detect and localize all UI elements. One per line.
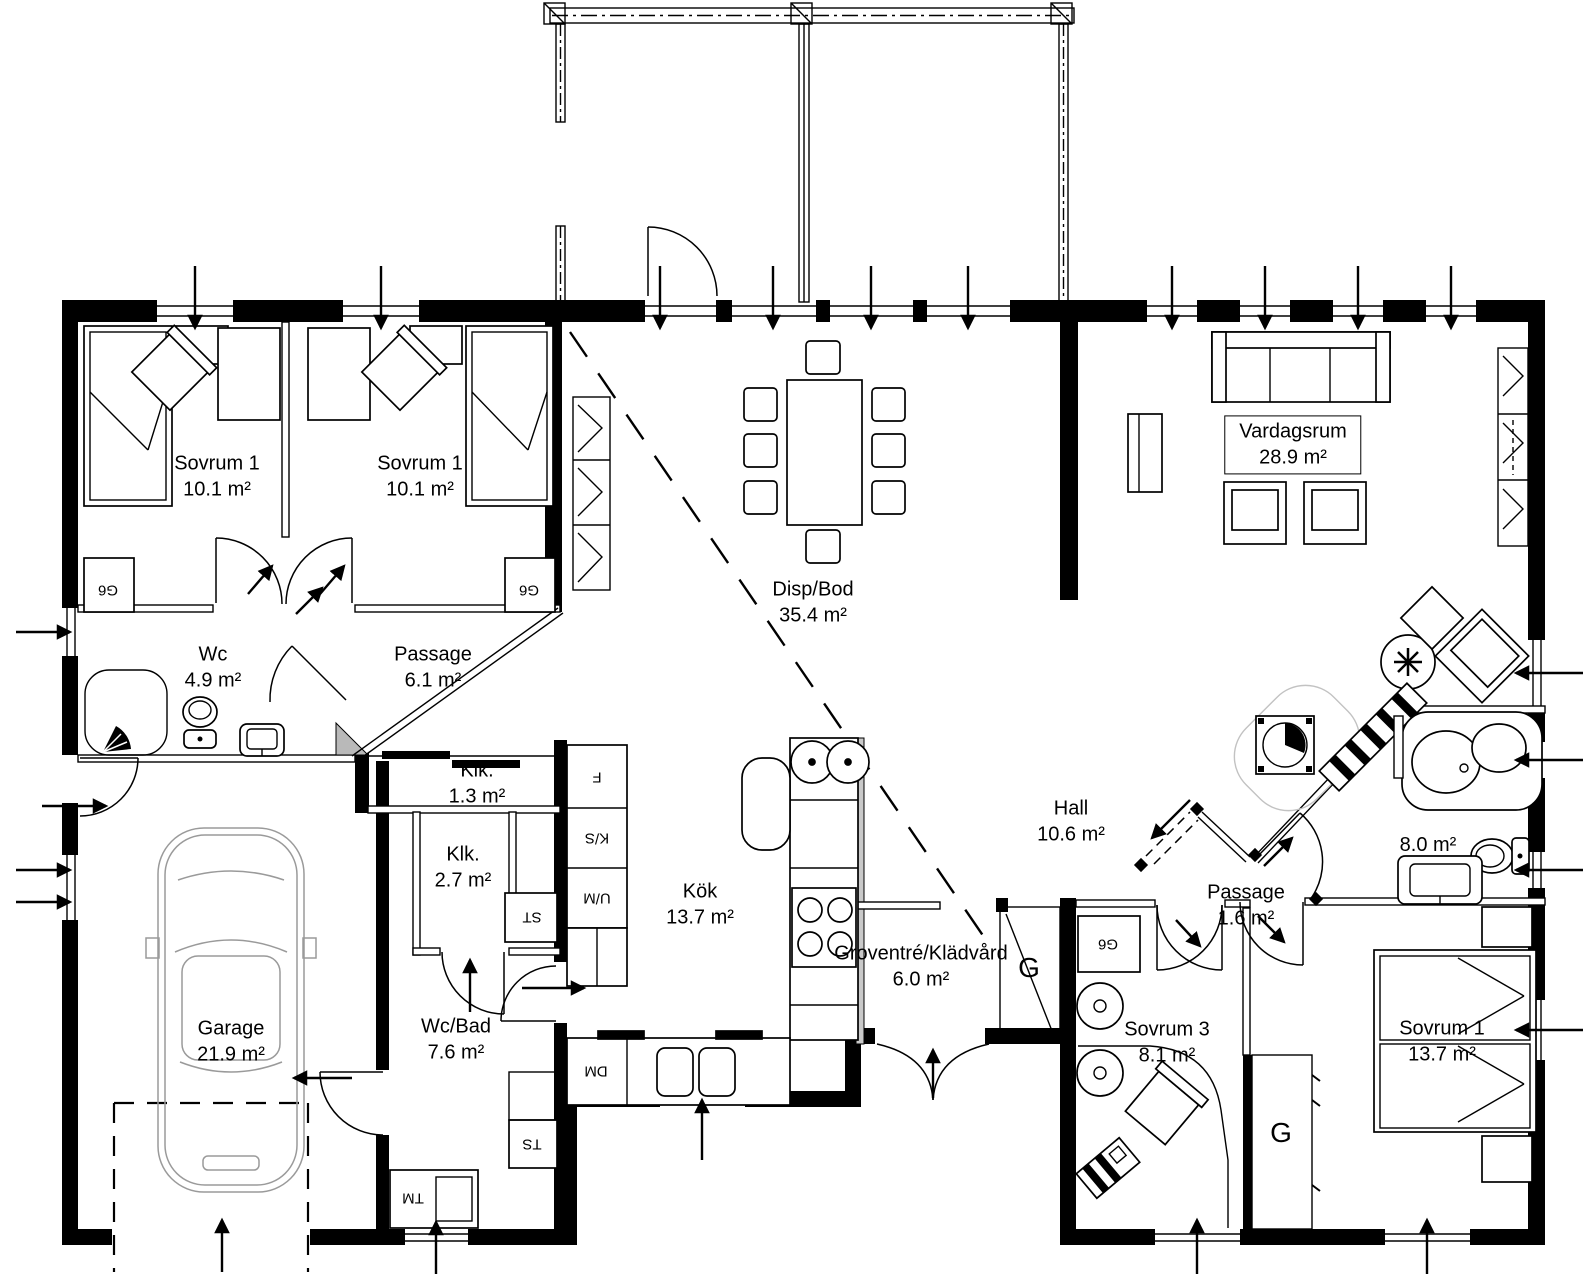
washbasin-icon: [1397, 855, 1483, 905]
wardrobe-icon: [1497, 347, 1529, 547]
pergola-structure: [543, 2, 1075, 303]
chair-icon: [1124, 1059, 1210, 1146]
nightstand-icon: [1481, 906, 1533, 948]
fixture-label-g6: G6: [97, 581, 119, 599]
double-bed-icon: [1373, 949, 1537, 1133]
wardrobe-icon: [504, 557, 556, 613]
closet-icon: [1251, 1054, 1321, 1230]
fixture-label-ks: K/S: [584, 829, 610, 847]
fixture-label-g6: G6: [1097, 935, 1119, 953]
shower-icon: [84, 669, 168, 756]
wardrobe-icon: [83, 557, 135, 613]
stool-icon: [1076, 1049, 1124, 1097]
dining-set: [743, 340, 906, 564]
fixture-label-g: G: [1270, 1117, 1292, 1148]
stool-icon: [1076, 982, 1124, 1030]
cleaning-cabinet-icon: [504, 892, 558, 943]
wardrobe-icon: [1077, 915, 1141, 973]
fixture-label-um: U/M: [583, 889, 611, 907]
furniture: [83, 324, 1543, 1230]
direction-arrows: [16, 266, 1583, 1274]
car-icon: [145, 827, 317, 1193]
washing-machine-icon: [389, 1169, 479, 1229]
desk-icon: [1078, 1045, 1229, 1228]
fireplace-icon: [1255, 715, 1315, 775]
bathtub-icon: [1393, 711, 1543, 811]
tv-bench-icon: [1127, 413, 1163, 493]
room-label-klk13: Klk.1.3 m²: [448, 759, 506, 807]
armchair-icon: [1223, 481, 1367, 545]
desk-icon: [307, 327, 371, 421]
counter-icon: [508, 1071, 558, 1121]
fan-icon: [102, 726, 131, 753]
fixture-label-ts: TS: [522, 1135, 542, 1153]
kitchen-counters: [566, 737, 870, 1106]
desk-icon: [217, 327, 281, 421]
chair-icon: [360, 324, 448, 412]
nightstand-icon: [1481, 1135, 1533, 1183]
fixture-label-f: F: [592, 768, 602, 786]
washbasin-icon: [239, 723, 285, 757]
keyboard-icon: [1075, 1136, 1141, 1200]
sofa-icon: [1211, 331, 1391, 403]
toilet-icon: [182, 696, 218, 749]
exterior-walls: [62, 300, 1545, 1245]
fixture-label-tm: TM: [402, 1189, 424, 1207]
room-label-bad8: 8.0 m²: [1399, 834, 1457, 857]
fixture-label-st: ST: [522, 908, 542, 926]
side-table-icon: [1399, 585, 1465, 651]
dashed-lines: [112, 331, 987, 1272]
drying-cabinet-icon: [508, 1119, 558, 1169]
interior-walls: [77, 321, 1546, 1056]
fixture-label-g: G: [1018, 952, 1040, 983]
fixture-label-g6: G6: [518, 581, 540, 599]
doors: [79, 226, 1324, 1136]
closet-icon: [999, 906, 1061, 1043]
armchair-icon: [1434, 608, 1530, 704]
chair-icon: [130, 324, 218, 412]
fixture-label-dm: DM: [584, 1062, 608, 1080]
bed-icon: [465, 325, 554, 507]
shelf-icon: [572, 396, 611, 591]
room-label-klk27: Klk.2.7 m²: [434, 843, 492, 891]
